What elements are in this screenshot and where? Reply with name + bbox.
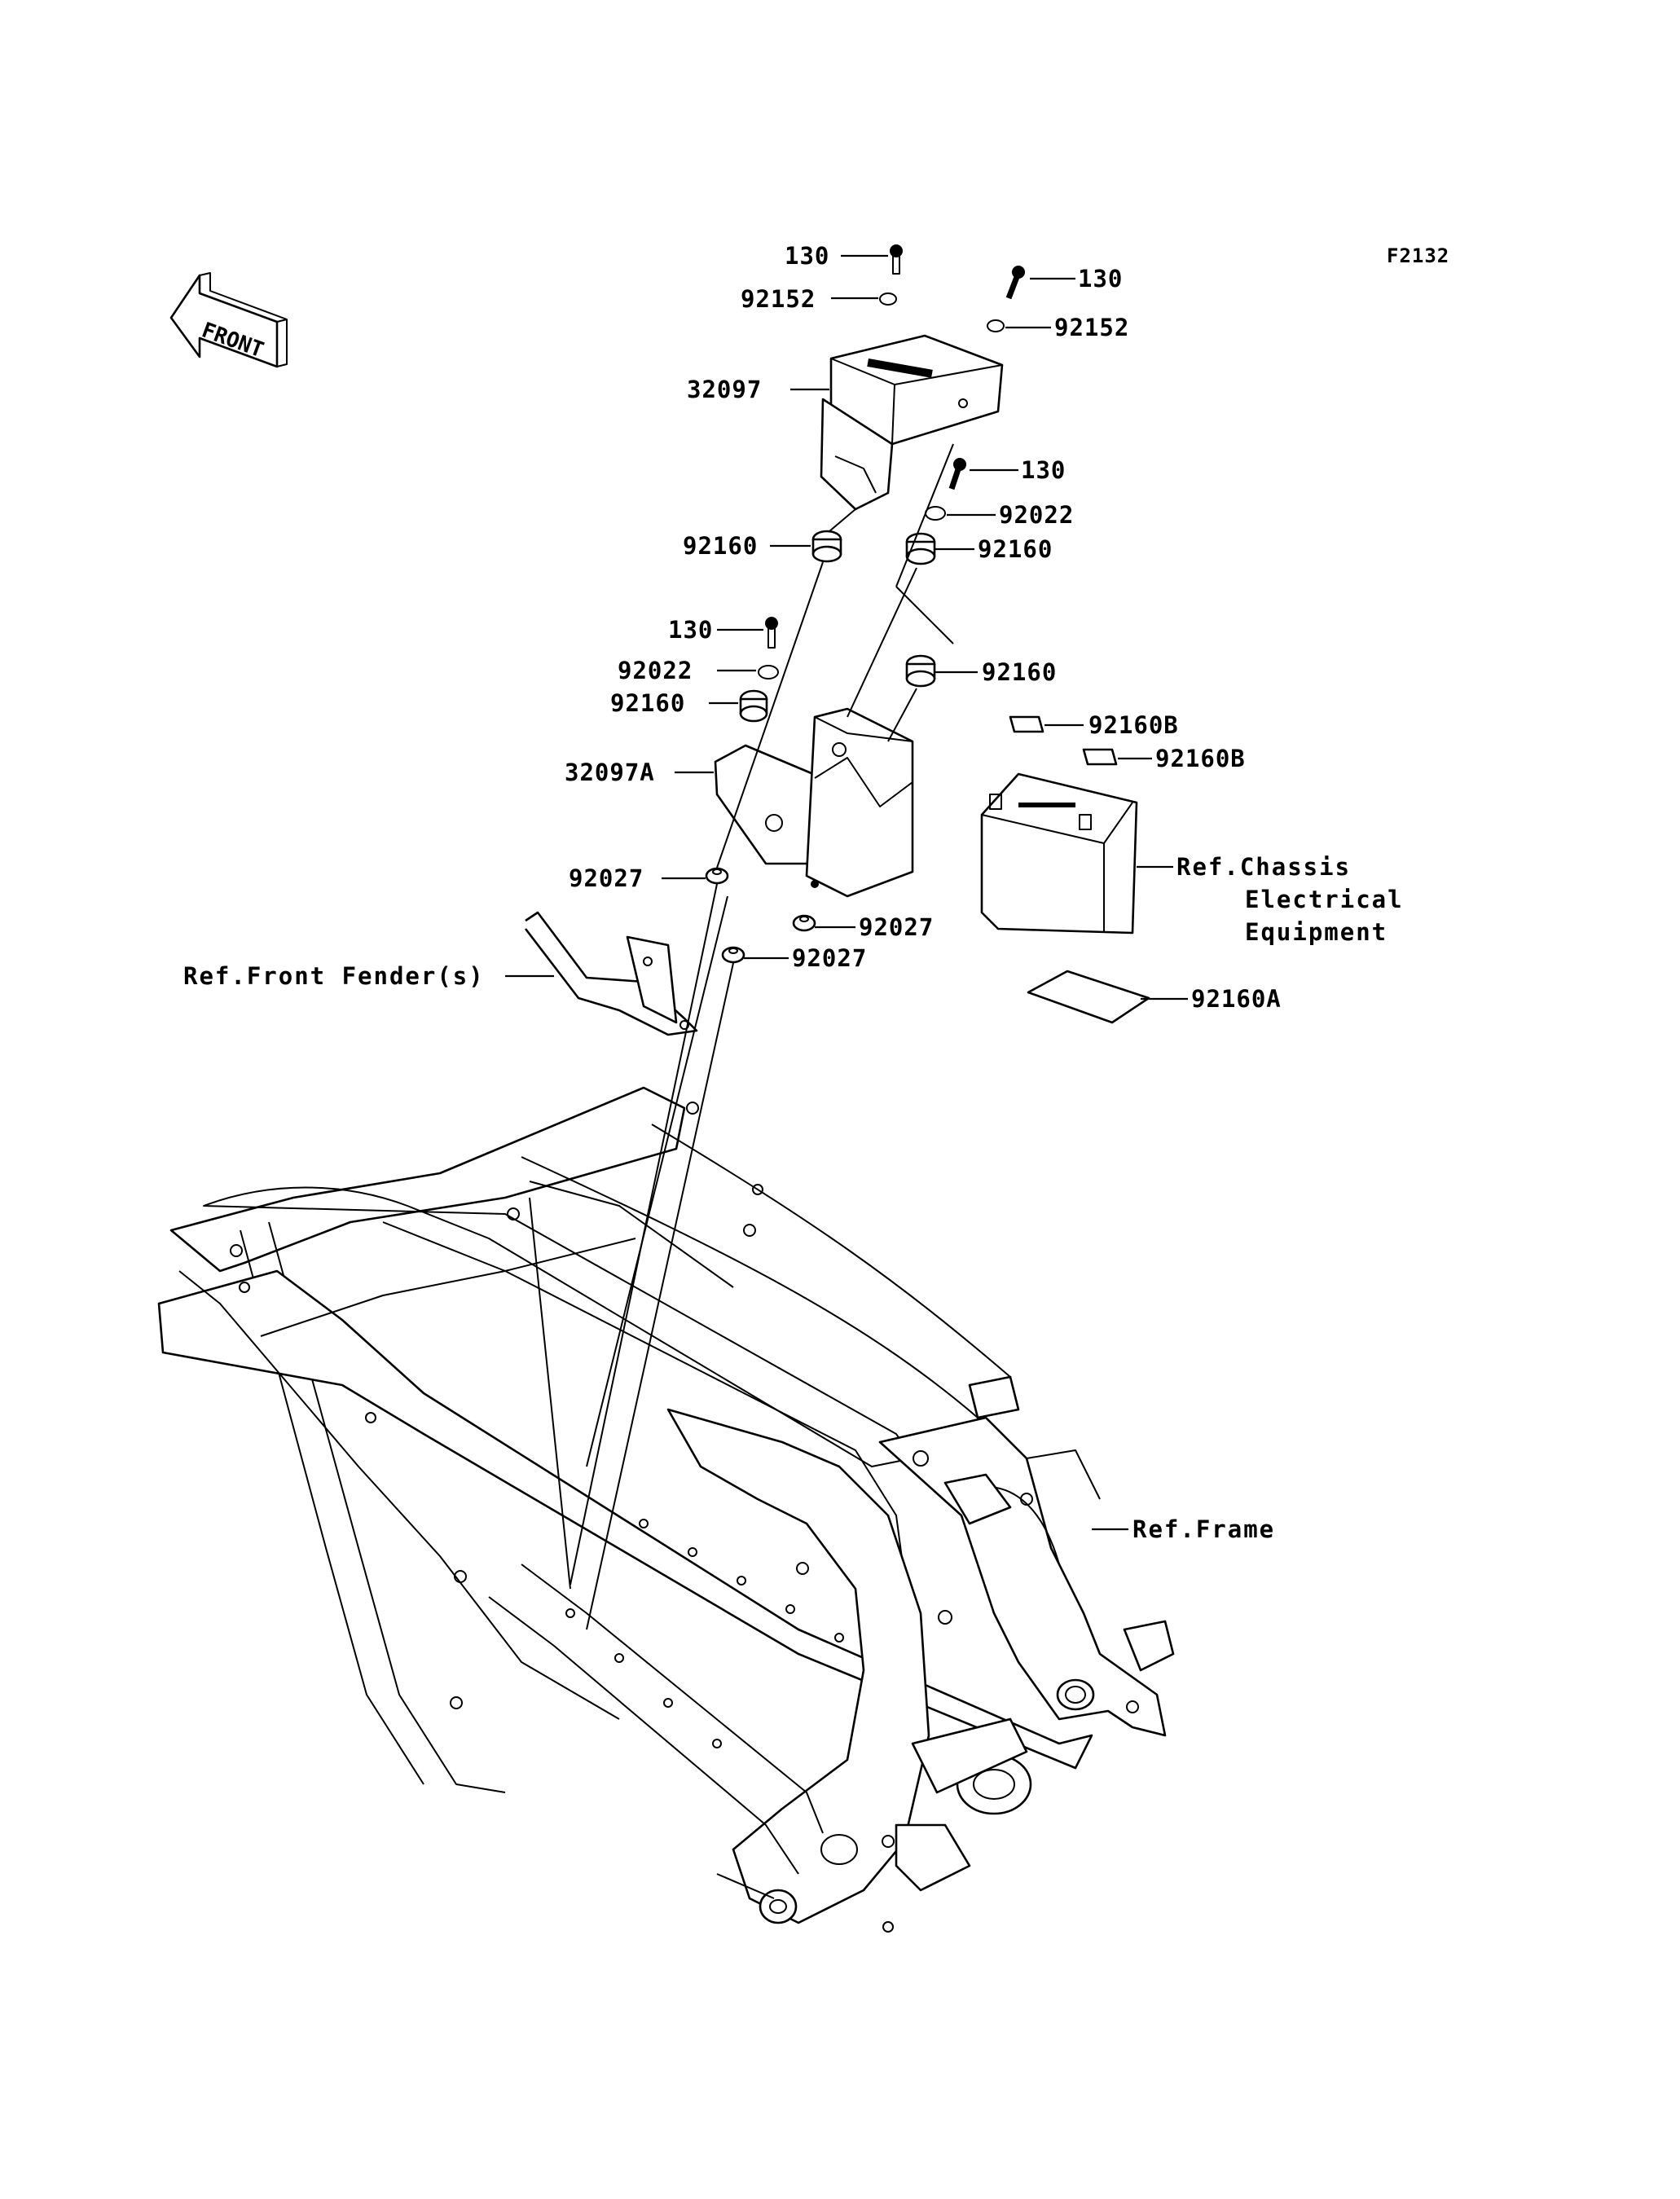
collar-92027-icon: [721, 946, 745, 964]
collar-92027-icon: [705, 867, 729, 885]
label-ref-front-fender: Ref.Front Fender(s): [183, 962, 485, 990]
washer-92152-icon: [987, 319, 1005, 332]
damper-92160B-icon: [1009, 715, 1045, 733]
label-washer-92152: 92152: [741, 285, 816, 313]
label-washer-92022: 92022: [999, 501, 1074, 529]
label-ref-chassis-electrical: Electrical: [1245, 886, 1404, 913]
damper-92160A-icon: [1027, 970, 1150, 1024]
damper-92160-icon: [811, 530, 842, 563]
label-damper-92160: 92160: [610, 689, 685, 717]
label-ref-frame: Ref.Frame: [1132, 1515, 1275, 1543]
washer-92152-icon: [879, 292, 897, 306]
battery-cover-32097: [820, 334, 1004, 511]
label-washer-92022: 92022: [618, 657, 693, 684]
bolt-130-icon: [1005, 266, 1025, 300]
label-damper-92160: 92160: [978, 535, 1053, 563]
label-cover-32097: 32097: [687, 376, 762, 403]
damper-92160-icon: [739, 689, 768, 723]
bolt-130-icon: [890, 244, 903, 275]
bolt-130-icon: [765, 617, 778, 649]
label-bolt-130: 130: [1021, 456, 1066, 484]
motorcycle-frame: [157, 1086, 1175, 1933]
washer-92022-icon: [758, 665, 779, 679]
front-arrow-icon: FRONT: [169, 272, 288, 368]
label-ref-chassis-electrical: Ref.Chassis: [1176, 853, 1351, 881]
figure-code: F2132: [1387, 244, 1449, 267]
damper-92160-icon: [905, 532, 936, 565]
front-fender-bracket: [524, 911, 698, 1036]
label-case-32097A: 32097A: [565, 759, 655, 786]
bolt-130-icon: [948, 458, 966, 490]
damper-92160-icon: [905, 654, 936, 688]
label-damper-92160A: 92160A: [1191, 985, 1282, 1013]
assembly-lines: [529, 443, 954, 1630]
label-damper-92160B: 92160B: [1088, 711, 1179, 739]
label-washer-92152: 92152: [1054, 314, 1129, 341]
damper-92160B-icon: [1082, 748, 1118, 766]
washer-92022-icon: [925, 506, 946, 521]
label-damper-92160: 92160: [982, 658, 1057, 686]
label-bolt-130: 130: [668, 616, 713, 644]
label-damper-92160: 92160: [683, 532, 758, 560]
battery-case-32097A: [714, 707, 914, 898]
battery-icon: [980, 772, 1138, 935]
collar-92027-icon: [792, 914, 816, 932]
label-collar-92027: 92027: [792, 944, 867, 972]
leader-lines: [505, 254, 1188, 1531]
label-bolt-130: 130: [1078, 265, 1123, 292]
label-ref-chassis-electrical: Equipment: [1245, 918, 1388, 946]
label-bolt-130: 130: [785, 242, 829, 270]
label-damper-92160B: 92160B: [1155, 745, 1246, 772]
label-collar-92027: 92027: [569, 864, 644, 892]
label-collar-92027: 92027: [859, 913, 934, 941]
